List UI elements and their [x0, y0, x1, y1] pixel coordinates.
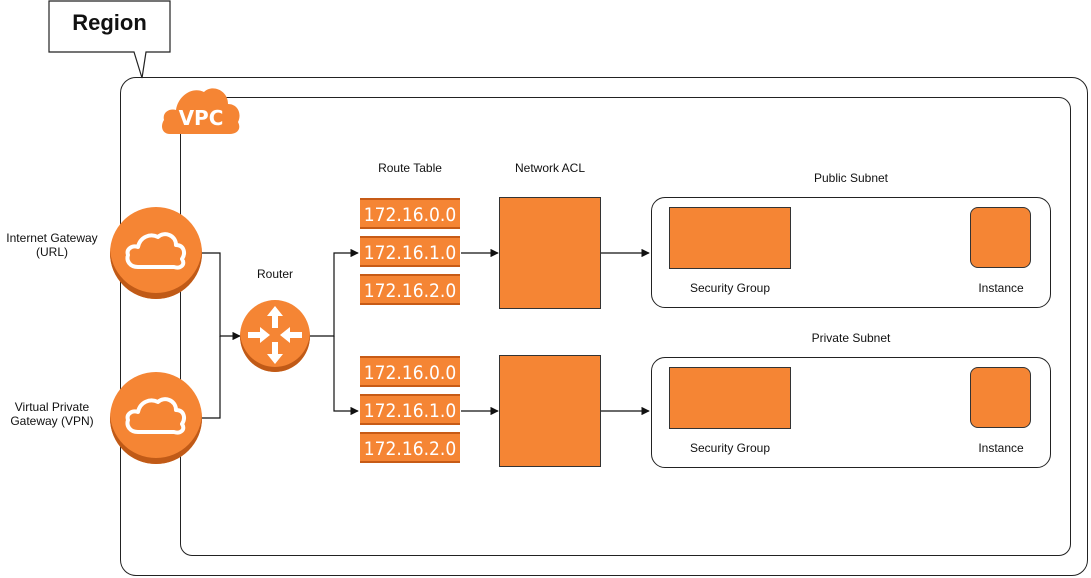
vpn-gateway-label: Virtual Private Gateway (VPN)	[10, 400, 94, 428]
private-security-group[interactable]	[669, 367, 791, 429]
private-route-entry[interactable]: 172.16.1.0	[360, 394, 460, 425]
region-callout-shape	[48, 0, 171, 79]
private-network-acl[interactable]	[499, 355, 601, 467]
public-security-group-label: Security Group	[689, 281, 771, 295]
public-instance-label: Instance	[978, 281, 1024, 295]
public-network-acl[interactable]	[499, 197, 601, 309]
cloud-icon	[125, 397, 186, 435]
private-instance[interactable]	[970, 367, 1031, 428]
vpn-to-router-line	[201, 336, 221, 419]
private-subnet-label: Private Subnet	[811, 331, 891, 345]
public-route-entry[interactable]: 172.16.0.0	[360, 198, 460, 229]
public-security-group[interactable]	[669, 207, 791, 269]
public-route-entry[interactable]: 172.16.2.0	[360, 274, 460, 305]
public-subnet	[651, 197, 1051, 308]
vpn-gateway-node[interactable]	[110, 372, 202, 464]
vpc-container	[180, 97, 1071, 556]
router-to-public-route-line	[310, 248, 359, 337]
private-subnet	[651, 357, 1051, 468]
network-acl-label: Network ACL	[514, 161, 586, 175]
private-instance-label: Instance	[978, 441, 1024, 455]
igw-to-router-line	[201, 252, 241, 341]
vpc-title: VPC	[179, 106, 224, 130]
route-table-label: Route Table	[378, 161, 442, 175]
private-security-group-label: Security Group	[689, 441, 771, 455]
region-title: Region	[72, 10, 147, 35]
router-label: Router	[256, 267, 294, 281]
cloud-icon	[125, 232, 186, 270]
vpc-cloud-icon: VPC	[162, 88, 240, 134]
public-route-entry[interactable]: 172.16.1.0	[360, 236, 460, 267]
router-arrows-icon	[248, 306, 302, 364]
router-to-private-route-line	[333, 336, 359, 416]
public-subnet-label: Public Subnet	[813, 171, 889, 185]
internet-gateway-label: Internet Gateway (URL)	[6, 231, 98, 259]
public-instance[interactable]	[970, 207, 1031, 268]
private-route-entry[interactable]: 172.16.0.0	[360, 356, 460, 387]
router-node[interactable]	[240, 300, 310, 372]
region-container	[120, 77, 1088, 576]
internet-gateway-node[interactable]	[110, 207, 202, 299]
private-route-entry[interactable]: 172.16.2.0	[360, 432, 460, 463]
